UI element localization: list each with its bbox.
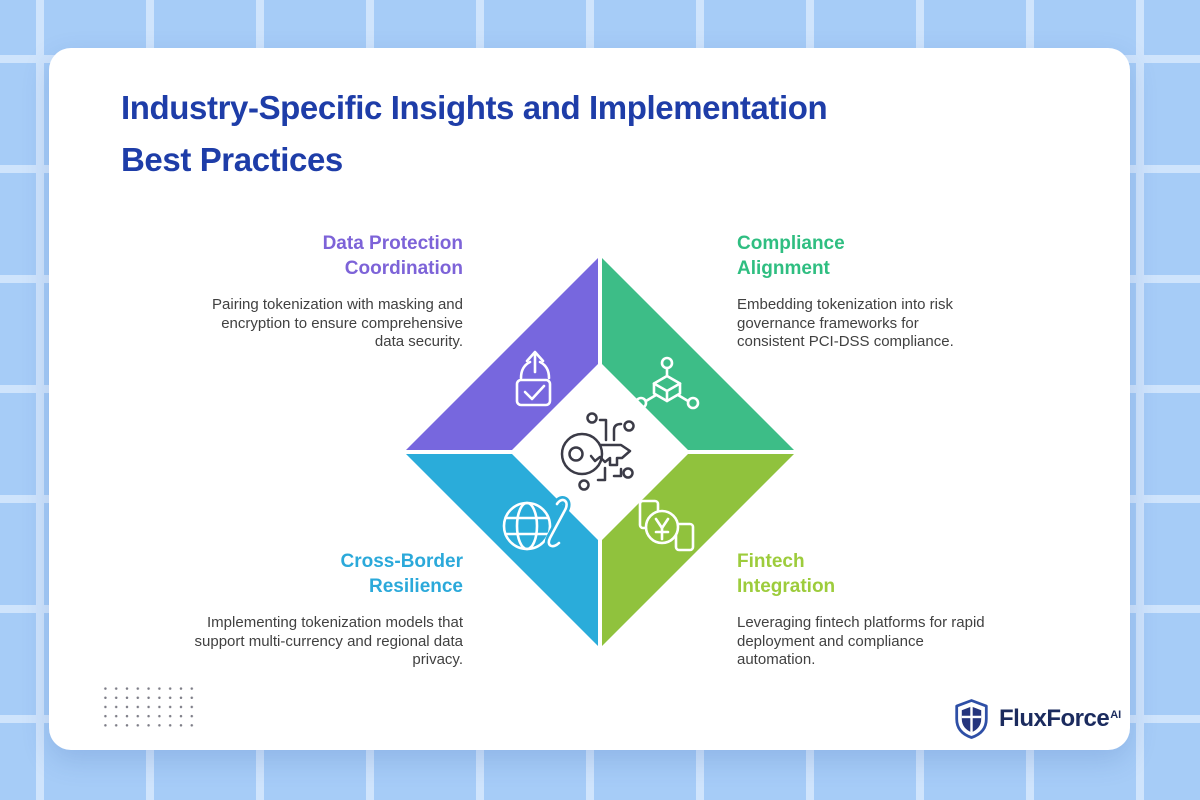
section-data-protection: Data Protection Coordination Pairing tok…	[212, 231, 463, 352]
triangle-cross-border	[406, 454, 598, 646]
fluxforce-logo: FluxForceAI	[953, 698, 1121, 740]
mobile-payment-icon	[638, 499, 695, 552]
shield-logo-icon	[955, 699, 988, 739]
section-compliance: Compliance Alignment Embedding tokenizat…	[737, 231, 954, 352]
section-fintech: Fintech Integration Leveraging fintech p…	[737, 549, 985, 670]
diamond-diagram	[406, 258, 794, 646]
logo-wordmark: FluxForceAI	[999, 705, 1121, 733]
section-description: Pairing tokenization with masking and en…	[212, 296, 463, 350]
lock-upload-icon	[515, 350, 552, 407]
section-description: Implementing tokenization models that su…	[194, 614, 463, 668]
decorative-dot-grid	[100, 684, 199, 730]
cube-network-icon	[634, 356, 700, 410]
logo-suffix: AI	[1110, 709, 1122, 721]
section-title: Compliance Alignment	[737, 233, 845, 279]
globe-currency-icon	[502, 496, 571, 551]
section-title: Data Protection Coordination	[322, 233, 463, 279]
triangle-compliance	[602, 258, 794, 450]
page-title: Industry-Specific Insights and Implement…	[121, 89, 828, 178]
section-description: Embedding tokenization into risk governa…	[737, 296, 954, 350]
tokenization-key-icon	[560, 412, 635, 491]
section-title: Fintech Integration	[737, 551, 836, 597]
section-title: Cross-Border Resilience	[340, 551, 463, 597]
logo-name: FluxForce	[999, 705, 1110, 732]
section-cross-border: Cross-Border Resilience Implementing tok…	[195, 549, 463, 670]
section-description: Leveraging fintech platforms for rapid d…	[737, 614, 985, 668]
